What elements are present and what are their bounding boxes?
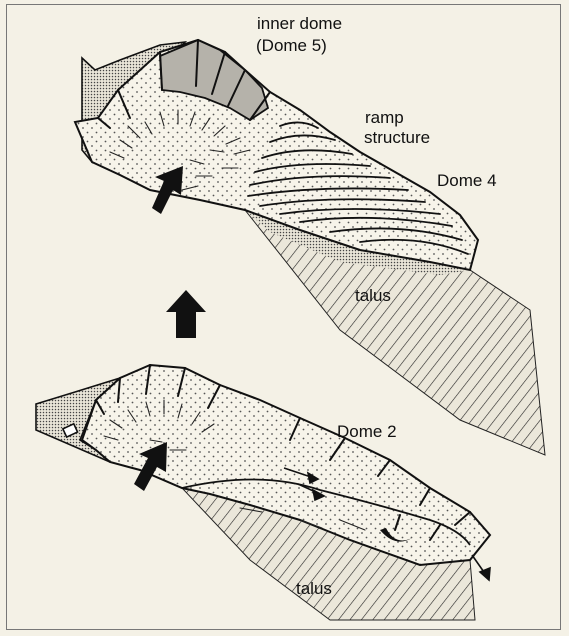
label-dome4: Dome 4 [437,171,497,191]
label-talus-lower: talus [296,579,332,599]
label-dome5: (Dome 5) [256,36,327,56]
label-structure: structure [364,128,430,148]
label-dome2: Dome 2 [337,422,397,442]
label-inner-dome: inner dome [257,14,342,34]
label-talus-upper: talus [355,286,391,306]
lower-dome-group [36,365,490,620]
label-ramp: ramp [365,108,404,128]
transition-arrow [166,290,206,338]
